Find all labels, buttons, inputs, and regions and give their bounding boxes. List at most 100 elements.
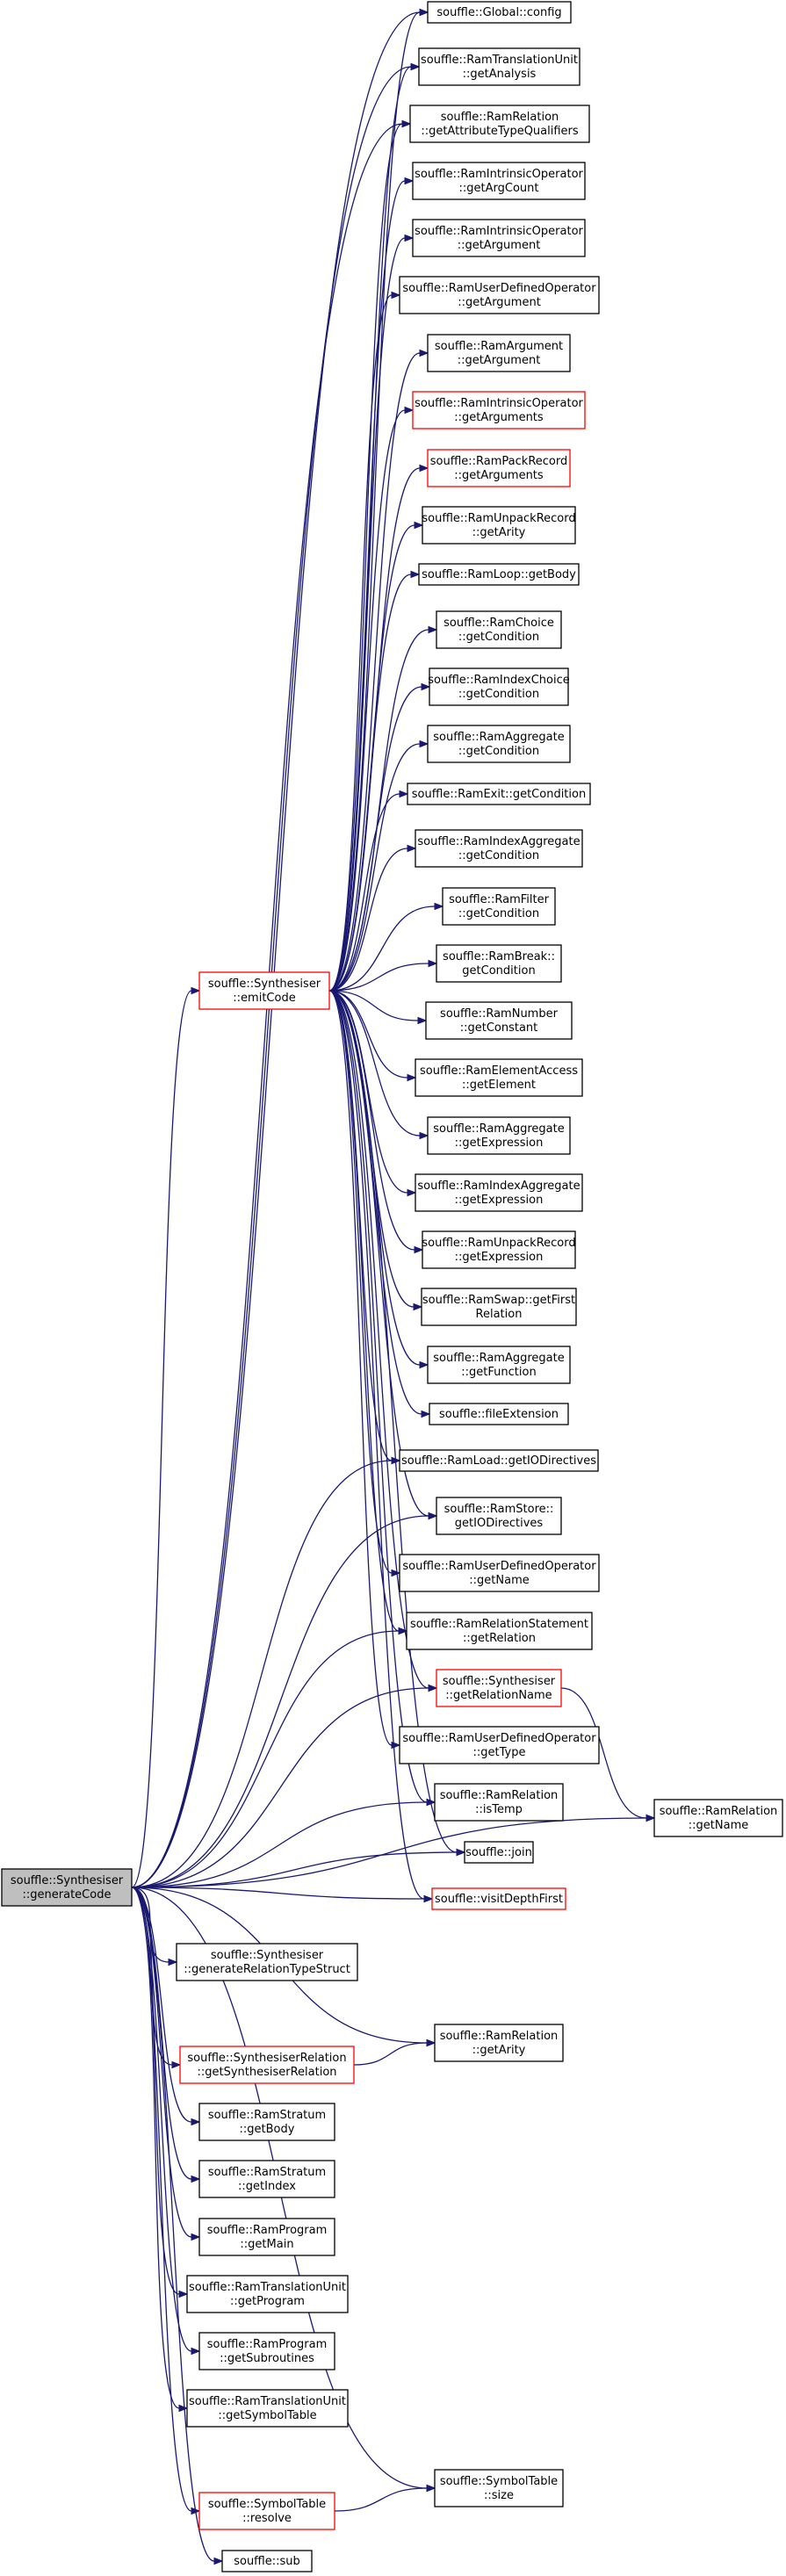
node-synthRelGet[interactable]: souffle::SynthesiserRelation::getSynthes… xyxy=(179,2046,355,2084)
node-progGetMain[interactable]: souffle::RamProgram::getMain xyxy=(198,2218,335,2256)
node-relGetName[interactable]: souffle::RamRelation::getName xyxy=(653,1799,783,1837)
node-generateCode[interactable]: souffle::Synthesiser::generateCode xyxy=(1,1868,133,1907)
node-udoGetType[interactable]: souffle::RamUserDefinedOperator::getType xyxy=(399,1726,600,1764)
edge-emitCode-to-idxAggGetCond xyxy=(328,848,408,992)
edge-emitCode-to-globalConfig xyxy=(328,11,421,992)
arrowhead-emitCode-to-idxAggGetCond xyxy=(407,844,417,853)
node-box xyxy=(427,1,572,24)
node-unpackGetArity[interactable]: souffle::RamUnpackRecord::getArity xyxy=(422,506,576,545)
node-box xyxy=(427,725,571,763)
node-globalConfig[interactable]: souffle::Global::config xyxy=(427,1,572,24)
edge-generateCode-to-genRelTypeStruct xyxy=(131,1887,169,1963)
node-label-line: ::getConstant xyxy=(460,1021,538,1035)
node-box xyxy=(399,276,600,314)
node-loopGetBody[interactable]: souffle::RamLoop::getBody xyxy=(418,563,580,586)
node-join[interactable]: souffle::join xyxy=(464,1841,534,1864)
node-intrGetArgument[interactable]: souffle::RamIntrinsicOperator::getArgume… xyxy=(412,219,586,257)
node-label-line: ::getExpression xyxy=(455,1194,544,1207)
node-box xyxy=(415,1173,583,1212)
node-sub[interactable]: souffle::sub xyxy=(221,2550,313,2572)
node-label-line: ::getCondition xyxy=(458,907,539,920)
node-label-line: souffle::RamChoice xyxy=(443,617,554,630)
node-box xyxy=(399,1554,600,1592)
node-idxAggGetCond[interactable]: souffle::RamIndexAggregate::getCondition xyxy=(415,829,583,868)
node-storeGetIO[interactable]: souffle::RamStore::getIODirectives xyxy=(436,1497,562,1535)
node-progGetSubs[interactable]: souffle::RamProgram::getSubroutines xyxy=(198,2332,335,2370)
node-emitCode[interactable]: souffle::Synthesiser::emitCode xyxy=(198,971,330,1010)
node-stratumGetIndex[interactable]: souffle::RamStratum::getIndex xyxy=(198,2160,335,2198)
node-udoGetArgument[interactable]: souffle::RamUserDefinedOperator::getArgu… xyxy=(399,276,600,314)
node-box xyxy=(436,944,562,983)
node-unpackGetExpr[interactable]: souffle::RamUnpackRecord::getExpression xyxy=(422,1230,576,1269)
arrowhead-generateCode-to-synthRelGet xyxy=(171,2060,182,2069)
node-udoGetName[interactable]: souffle::RamUserDefinedOperator::getName xyxy=(399,1554,600,1592)
node-exitGetCond[interactable]: souffle::RamExit::getCondition xyxy=(407,783,591,805)
node-label-line: souffle::RamIndexAggregate xyxy=(417,835,580,848)
edge-emitCode-to-udoGetArgument xyxy=(328,294,393,992)
node-box xyxy=(653,1799,783,1837)
node-label-line: ::getElement xyxy=(462,1079,536,1092)
edge-emitCode-to-visitDepthFirst xyxy=(328,990,425,1900)
node-idxChoiceGetCond[interactable]: souffle::RamIndexChoice::getCondition xyxy=(428,667,570,706)
node-tuGetSymTab[interactable]: souffle::RamTranslationUnit::getSymbolTa… xyxy=(186,2389,349,2428)
arrowhead-emitCode-to-elemGetElement xyxy=(407,1073,417,1082)
node-idxAggGetExpr[interactable]: souffle::RamIndexAggregate::getExpressio… xyxy=(415,1173,583,1212)
edge-generateCode-to-relGetName xyxy=(131,1817,647,1888)
node-label-line: souffle::RamProgram xyxy=(207,2224,328,2237)
node-aggGetExpr[interactable]: souffle::RamAggregate::getExpression xyxy=(427,1116,571,1155)
node-relStmtGetRel[interactable]: souffle::RamRelationStatement::getRelati… xyxy=(406,1612,593,1650)
node-label-line: souffle::RamArgument xyxy=(435,340,563,353)
arrowhead-emitCode-to-udoGetArgument xyxy=(391,291,401,299)
node-choiceGetCond[interactable]: souffle::RamChoice::getCondition xyxy=(436,610,562,649)
node-relGetAttrQual[interactable]: souffle::RamRelation::getAttributeTypeQu… xyxy=(409,105,590,143)
node-symTabSize[interactable]: souffle::SymbolTable::size xyxy=(434,2469,564,2507)
node-filterGetCond[interactable]: souffle::RamFilter::getCondition xyxy=(442,887,556,926)
node-aggGetCond[interactable]: souffle::RamAggregate::getCondition xyxy=(427,725,571,763)
node-label-line: ::getExpression xyxy=(455,1136,544,1150)
arrowhead-emitCode-to-idxAggGetExpr xyxy=(407,1188,417,1197)
edge-emitCode-to-loadGetIO xyxy=(328,990,393,1461)
node-label-line: souffle::RamAggregate xyxy=(433,1122,564,1136)
node-elemGetElement[interactable]: souffle::RamElementAccess::getElement xyxy=(415,1058,583,1097)
edge-generateCode-to-storeGetIO xyxy=(131,1515,429,1888)
node-relIsTemp[interactable]: souffle::RamRelation::isTemp xyxy=(434,1783,564,1822)
node-packGetArguments[interactable]: souffle::RamPackRecord::getArguments xyxy=(427,449,571,487)
node-label-line: ::isTemp xyxy=(475,1803,523,1816)
node-label-line: souffle::Global::config xyxy=(436,6,561,19)
arrowhead-generateCode-to-progGetMain xyxy=(191,2233,201,2241)
node-intrGetArgCount[interactable]: souffle::RamIntrinsicOperator::getArgCou… xyxy=(412,162,586,200)
node-fileExtension[interactable]: souffle::fileExtension xyxy=(429,1403,569,1425)
edge-synthRelGet-to-relGetArity xyxy=(353,2042,428,2066)
node-loadGetIO[interactable]: souffle::RamLoad::getIODirectives xyxy=(399,1449,599,1472)
node-numberGetConst[interactable]: souffle::RamNumber::getConstant xyxy=(425,1001,573,1040)
node-label-line: ::generateRelationTypeStruct xyxy=(184,1963,350,1976)
node-genRelTypeStruct[interactable]: souffle::Synthesiser::generateRelationTy… xyxy=(176,1943,358,1981)
node-label-line: souffle::RamBreak:: xyxy=(443,950,555,963)
arrowhead-emitCode-to-aggGetCond xyxy=(419,740,429,748)
arrowhead-emitCode-to-swapGetFirst xyxy=(413,1302,423,1311)
node-breakGetCond[interactable]: souffle::RamBreak::getCondition xyxy=(436,944,562,983)
node-box xyxy=(221,2550,313,2572)
node-stratumGetBody[interactable]: souffle::RamStratum::getBody xyxy=(198,2103,335,2141)
node-synthGetRelName[interactable]: souffle::Synthesiser::getRelationName xyxy=(436,1669,562,1707)
node-label-line: ::getExpression xyxy=(455,1251,544,1264)
node-argGetArgument[interactable]: souffle::RamArgument::getArgument xyxy=(427,334,571,372)
node-label-line: souffle::RamStore:: xyxy=(444,1503,554,1516)
node-visitDepthFirst[interactable]: souffle::visitDepthFirst xyxy=(431,1887,566,1910)
node-symTabResolve[interactable]: souffle::SymbolTable::resolve xyxy=(198,2492,335,2530)
node-label-line: ::getIndex xyxy=(238,2180,296,2193)
node-tuGetProgram[interactable]: souffle::RamTranslationUnit::getProgram xyxy=(186,2275,349,2313)
node-label-line: souffle::RamTranslationUnit xyxy=(189,2395,346,2408)
node-box xyxy=(179,2046,355,2084)
node-box xyxy=(415,829,583,868)
node-intrGetArguments[interactable]: souffle::RamIntrinsicOperator::getArgume… xyxy=(412,391,586,429)
node-label-line: souffle::RamUnpackRecord xyxy=(422,512,575,525)
node-tuGetAnalysis[interactable]: souffle::RamTranslationUnit::getAnalysis xyxy=(418,47,580,86)
node-relGetArity[interactable]: souffle::RamRelation::getArity xyxy=(434,2024,564,2062)
node-aggGetFunc[interactable]: souffle::RamAggregate::getFunction xyxy=(427,1346,571,1384)
arrowhead-generateCode-to-genRelTypeStruct xyxy=(168,1958,178,1966)
node-label-line: souffle::RamIndexAggregate xyxy=(417,1180,580,1193)
node-label-line: souffle::RamUnpackRecord xyxy=(422,1237,575,1250)
node-label-line: ::getSymbolTable xyxy=(218,2409,316,2422)
